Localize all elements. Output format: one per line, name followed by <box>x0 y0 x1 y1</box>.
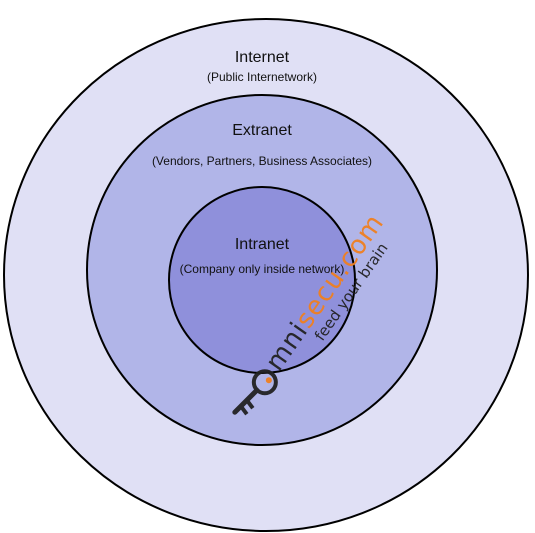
internet-title: Internet <box>235 49 290 66</box>
intranet-title: Intranet <box>235 236 290 253</box>
intranet-subtitle: (Company only inside network) <box>180 262 345 276</box>
internet-subtitle: (Public Internetwork) <box>207 70 317 84</box>
key-icon <box>232 369 278 416</box>
extranet-subtitle: (Vendors, Partners, Business Associates) <box>152 154 372 168</box>
extranet-title: Extranet <box>232 122 292 139</box>
